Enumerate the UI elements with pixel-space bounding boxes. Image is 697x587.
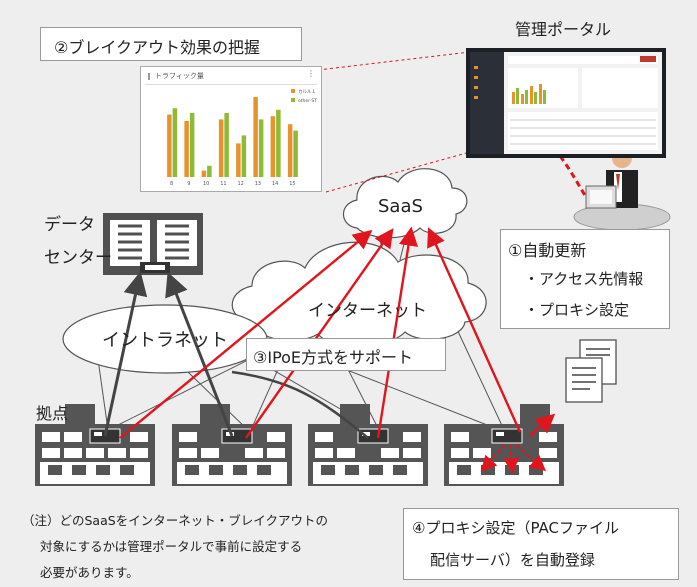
bar-2-13 [258, 119, 264, 177]
intranet-arrows [103, 271, 369, 439]
ipoe-label: ③IPoE方式をサポート [253, 348, 414, 367]
more-icon: ⋮ [307, 69, 315, 78]
datacenter-label-line2: センター [44, 248, 112, 268]
internet-cloud [231, 241, 487, 347]
x-tick-label: 13 [255, 181, 261, 187]
intranet-label: イントラネット [102, 330, 228, 351]
auto-update-title: ①自動更新 [508, 241, 587, 260]
legend-label: カルル１ [298, 89, 316, 95]
admin-user [573, 147, 671, 231]
site-buildings [35, 404, 564, 486]
site-building-1 [35, 404, 155, 486]
x-tick-label: 12 [237, 181, 243, 187]
breakout-title-box [40, 27, 302, 61]
bar-2-10 [207, 165, 212, 177]
x-tick-label: 10 [203, 181, 209, 187]
note-line3: 必要があります。 [40, 565, 139, 580]
ipoe-box [246, 338, 446, 371]
traffic-chart-title: トラフィック量 [155, 72, 204, 80]
bar-2-8 [172, 108, 178, 177]
bar-2-12 [241, 135, 247, 177]
breakout-title: ②ブレイクアウト効果の把握 [54, 38, 261, 57]
chart-divider [145, 84, 317, 85]
proxy-registration-box [403, 508, 679, 580]
title-marker-icon [148, 73, 150, 80]
admin-link [558, 155, 590, 201]
bar-1-11 [218, 119, 224, 177]
bar-1-14 [270, 116, 276, 177]
auto-update-box [500, 229, 670, 329]
bar-2-14 [276, 109, 281, 177]
bar-2-9 [189, 113, 195, 177]
site-building-3 [308, 404, 428, 486]
bar-1-13 [253, 97, 258, 177]
auto-update-item2: ・プロキシ設定 [524, 301, 630, 319]
callout-lines [317, 51, 471, 193]
auto-update-item1: ・アクセス先情報 [524, 270, 644, 288]
x-tick-label: 8 [170, 181, 173, 187]
legend-swatch [291, 89, 295, 93]
traffic-chart: 8 9 10 11 12 13 14 15 カルル１ other-ST [167, 89, 317, 187]
saas-label: SaaS [378, 196, 423, 217]
bar-1-9 [184, 121, 189, 177]
documents-icon [565, 339, 617, 403]
bar-1-12 [236, 143, 241, 177]
portal-monitor [466, 48, 666, 158]
bar-1-8 [167, 114, 172, 177]
portal-label: 管理ポータル [515, 20, 612, 39]
legend-swatch [291, 98, 295, 102]
legend-label: other-ST [298, 98, 317, 104]
traffic-chart-panel: トラフィック量 ⋮ 8 9 10 11 12 13 14 15 カルル１ other-ST [140, 66, 322, 192]
x-tick-label: 11 [220, 181, 226, 187]
datacenter-label-line1: データ [44, 215, 95, 235]
proxy-arrows [480, 444, 547, 474]
datacenter-building [103, 213, 203, 275]
bar-1-15 [287, 124, 293, 177]
x-tick-label: 14 [272, 181, 278, 187]
note-line2: 対象にするかは管理ポータルで事前に設定する [40, 539, 303, 554]
sites-label: 拠点 [36, 404, 69, 423]
bar-2-15 [293, 130, 298, 177]
breakout-arrows [119, 226, 556, 439]
x-tick-label: 9 [187, 181, 190, 187]
note-line1: （注）どのSaaSをインターネット・ブレイクアウトの [22, 513, 328, 528]
site-building-2 [172, 404, 292, 486]
internet-label: インターネット [308, 301, 427, 321]
bar-2-11 [224, 113, 229, 177]
proxy-registration-line1: ④プロキシ設定（PACファイル [412, 519, 620, 537]
bar-1-10 [201, 170, 207, 177]
proxy-registration-line2: 配信サーバ）を自動登録 [430, 551, 595, 569]
saas-cloud [342, 168, 468, 239]
x-tick-label: 15 [289, 181, 295, 187]
